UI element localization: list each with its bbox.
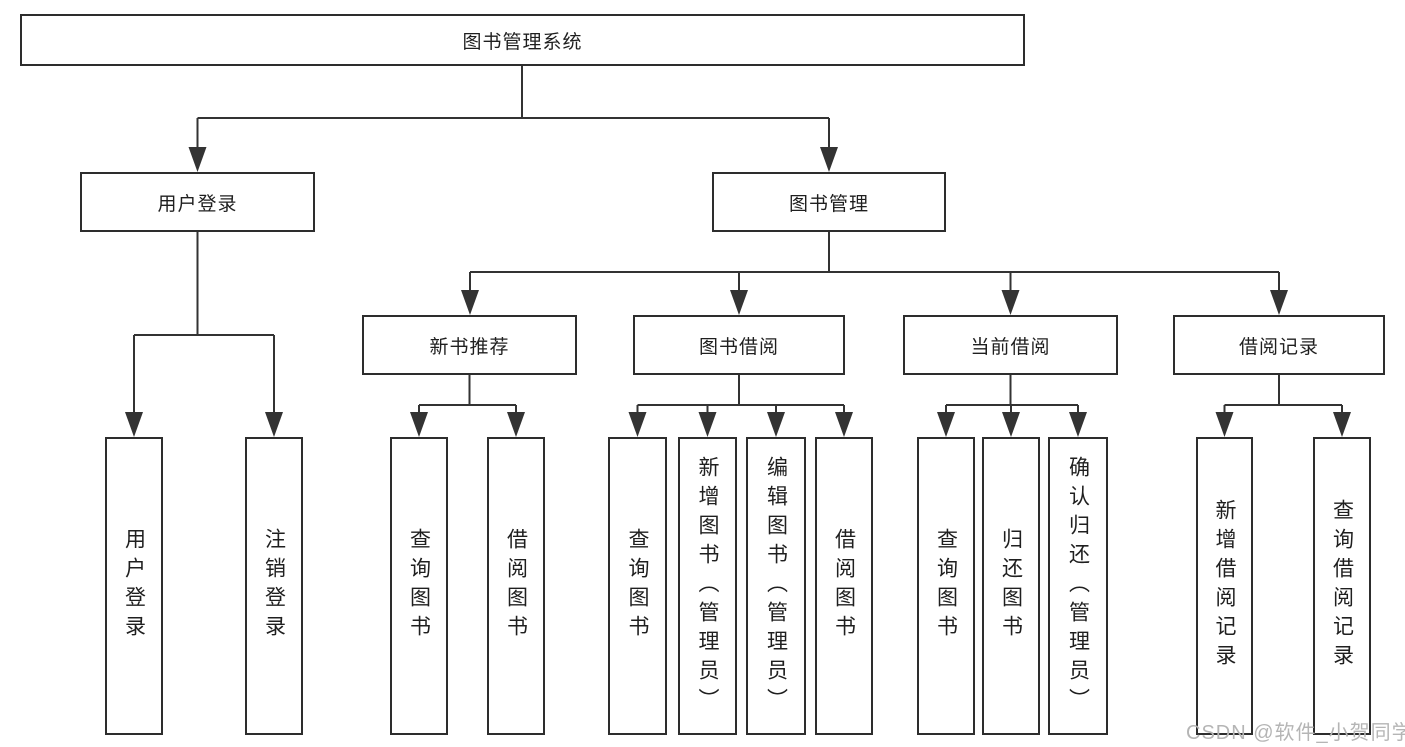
arrow-current-borrow [1001,290,1020,315]
node-leaf-bb-borrow: 借阅图书 [815,437,873,735]
csdn-watermark: CSDN @软件_小贺同学 [1186,722,1405,744]
node-leaf-bb-query-label: 查询图书 [626,528,649,644]
node-borrow-record: 借阅记录 [1173,315,1385,375]
arrowheads [125,147,1351,437]
connector-root [196,66,830,166]
node-leaf-br-add-label: 新增借阅记录 [1213,499,1236,673]
node-book-borrow: 图书借阅 [633,315,845,375]
node-leaf-cb-confirm: 确认归还（管理员） [1048,437,1108,735]
node-leaf-bb-add: 新增图书（管理员） [678,437,737,735]
arrow-user-login [188,147,207,172]
arrow-borrow-record [1270,290,1288,315]
node-leaf-bb-query: 查询图书 [608,437,667,735]
arrow-leaf-bb-query [628,412,647,437]
node-book-mgmt: 图书管理 [712,172,946,232]
node-leaf-user-login-label: 用户登录 [122,528,146,644]
arrow-leaf-bb-borrow [835,412,853,437]
arrow-leaf-rec-query [410,412,428,437]
node-leaf-bb-borrow-label: 借阅图书 [832,528,856,644]
node-borrow-record-label: 借阅记录 [1238,336,1319,358]
arrow-leaf-cb-return [1002,412,1020,437]
arrow-book-borrow [730,290,748,315]
arrow-new-book-rec [461,290,479,315]
arrow-leaf-bb-edit [767,412,785,437]
connector-book-borrow-group [636,375,845,429]
node-leaf-br-query-label: 查询借阅记录 [1330,499,1354,673]
node-leaf-user-login: 用户登录 [105,437,163,735]
node-leaf-cb-return: 归还图书 [982,437,1040,735]
node-leaf-rec-query: 查询图书 [390,437,448,735]
connector-borrow-record-group [1223,375,1343,429]
arrow-leaf-cb-confirm [1069,412,1087,437]
node-new-book-rec-label: 新书推荐 [429,336,510,358]
node-root: 图书管理系统 [20,14,1025,66]
node-leaf-cb-return-label: 归还图书 [999,528,1023,644]
arrow-leaf-bb-add [698,412,717,437]
node-leaf-rec-borrow: 借阅图书 [487,437,545,735]
node-leaf-logout: 注销登录 [245,437,303,735]
node-root-label: 图书管理系统 [462,31,583,53]
node-user-login-label: 用户登录 [157,193,238,215]
node-leaf-cb-query: 查询图书 [917,437,975,735]
node-book-mgmt-label: 图书管理 [788,193,869,215]
node-current-borrow: 当前借阅 [903,315,1118,375]
arrow-leaf-br-add [1215,412,1234,437]
node-leaf-rec-borrow-label: 借阅图书 [504,528,528,644]
node-leaf-bb-edit: 编辑图书（管理员） [746,437,806,735]
node-leaf-br-add: 新增借阅记录 [1196,437,1253,735]
arrow-leaf-rec-borrow [507,412,525,437]
connector-book-mgmt-group [469,232,1280,308]
node-leaf-cb-confirm-label: 确认归还（管理员） [1066,455,1090,717]
node-leaf-br-query: 查询借阅记录 [1313,437,1371,735]
arrow-leaf-user-login [125,412,143,437]
connector-user-login-group [133,232,275,429]
node-leaf-bb-add-label: 新增图书（管理员） [696,455,719,717]
arrow-book-mgmt [820,147,838,172]
node-current-borrow-label: 当前借阅 [970,336,1051,358]
node-new-book-rec: 新书推荐 [362,315,577,375]
node-leaf-cb-query-label: 查询图书 [934,528,958,644]
node-user-login: 用户登录 [80,172,315,232]
arrow-leaf-br-query [1333,412,1351,437]
arrow-leaf-logout [265,412,283,437]
node-book-borrow-label: 图书借阅 [698,336,779,358]
node-leaf-bb-edit-label: 编辑图书（管理员） [764,455,788,717]
node-leaf-rec-query-label: 查询图书 [407,528,431,644]
connector-new-book-rec-group [418,375,517,429]
node-leaf-logout-label: 注销登录 [262,528,286,644]
arrow-leaf-cb-query [937,412,955,437]
